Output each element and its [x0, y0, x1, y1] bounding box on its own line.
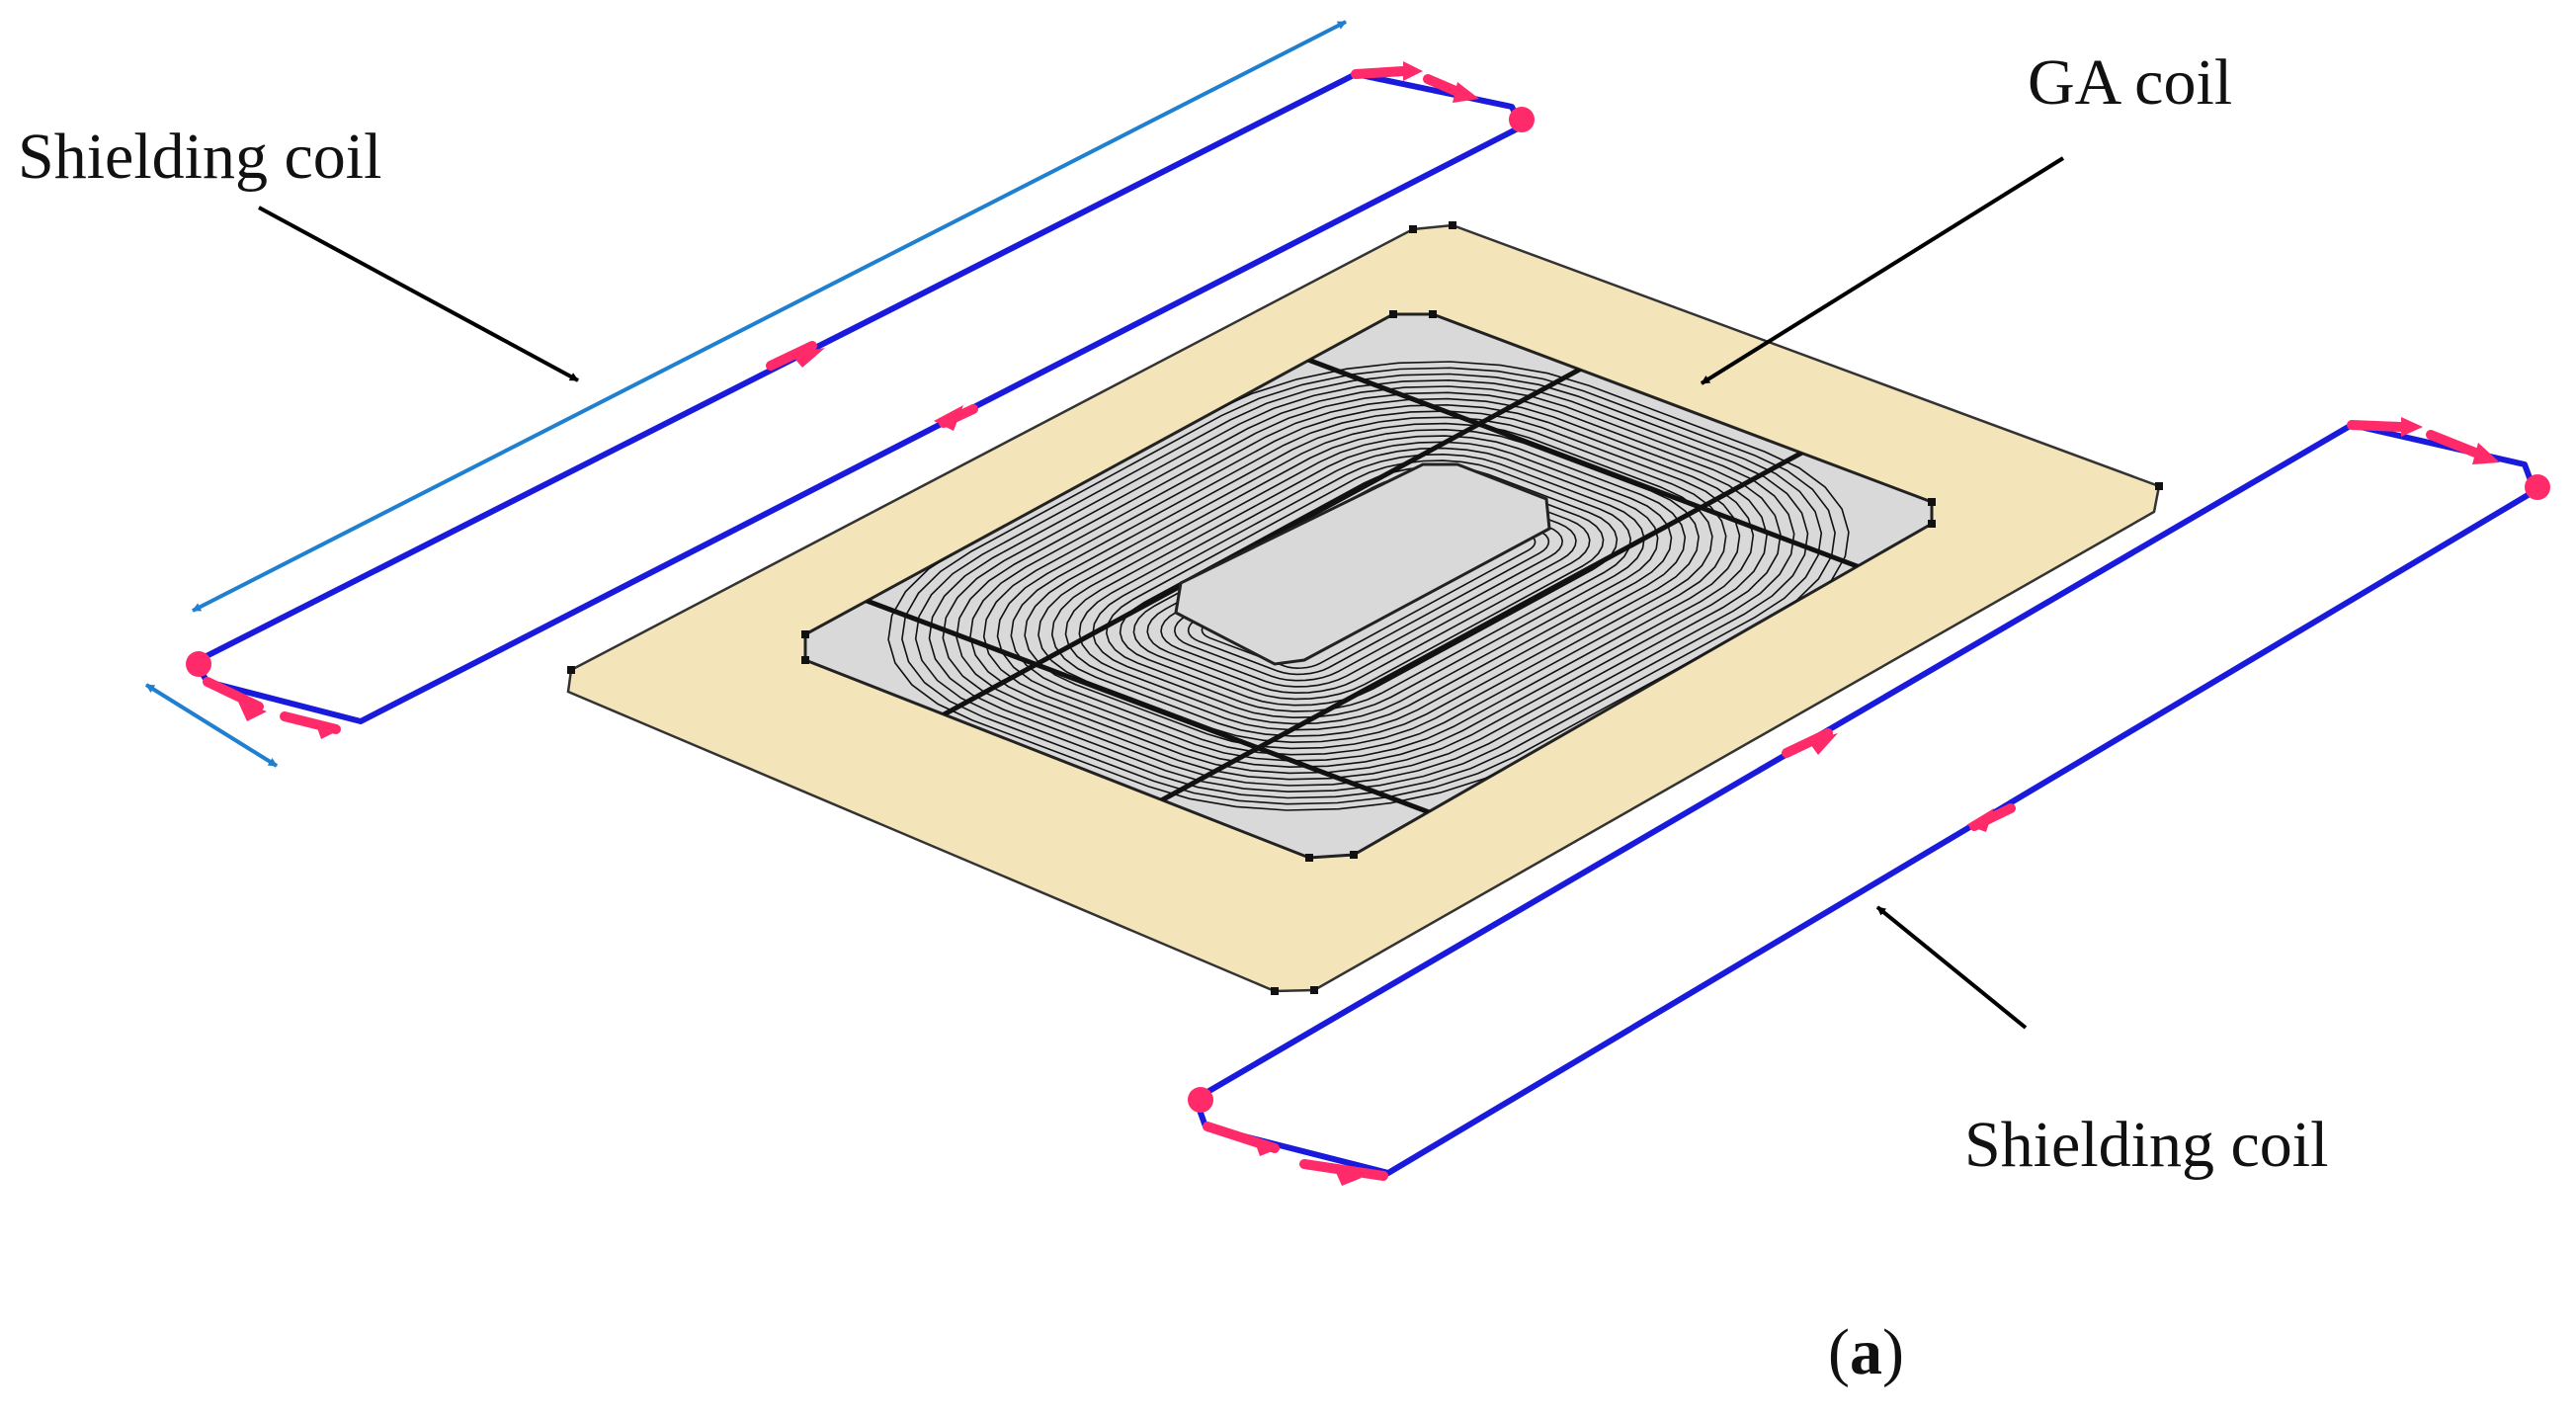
width-dimension-arrow: [144, 683, 279, 768]
label-ga-coil: GA coil: [2028, 46, 2232, 119]
ga-coil-turn: [942, 385, 1795, 787]
ga-coil-turn: [982, 403, 1755, 769]
ga-coil-turn: [1092, 453, 1645, 719]
caption-open-paren: (: [1828, 1316, 1850, 1388]
plate-corner-markers: [801, 310, 1936, 862]
figure-caption: (a): [1828, 1316, 1904, 1388]
label-shielding-coil-top: Shielding coil: [18, 121, 381, 193]
caption-letter: a: [1850, 1316, 1882, 1388]
current-node: [1509, 107, 1535, 132]
ga-coil-turn: [996, 410, 1741, 762]
pointer-arrow-ga-coil: [1700, 156, 2065, 385]
ferrite-bar: [1148, 446, 1811, 809]
ga-coil-turn: [1050, 435, 1687, 737]
ga-coil-turn: [956, 391, 1782, 781]
ga-coil-turn: [928, 378, 1809, 793]
shielding-coil-top: [144, 20, 1535, 768]
length-dimension-arrow: [192, 20, 1347, 613]
pointer-arrow-shielding-top: [258, 206, 579, 382]
shielding-coil-bottom: [1188, 417, 2550, 1186]
pointer-arrow-shielding-bottom: [1875, 905, 2028, 1030]
current-node: [186, 651, 211, 677]
ga-coil-turn: [1024, 422, 1713, 750]
ferrite-bar: [841, 589, 1454, 824]
ga-coil-turn: [1064, 441, 1673, 731]
caption-close-paren: ): [1882, 1316, 1904, 1388]
current-node: [1188, 1087, 1213, 1113]
ferrite-bar: [1284, 348, 1896, 583]
ga-coil-turn: [969, 397, 1768, 775]
pad-corner-markers: [567, 221, 2163, 995]
current-direction-markers: [1203, 417, 2500, 1186]
ga-coil-turn: [1010, 416, 1727, 756]
ga-coil-turn: [914, 373, 1823, 799]
label-shielding-coil-bottom: Shielding coil: [1964, 1109, 2328, 1181]
ga-coil-turn: [1078, 447, 1659, 725]
current-node: [2525, 474, 2550, 500]
